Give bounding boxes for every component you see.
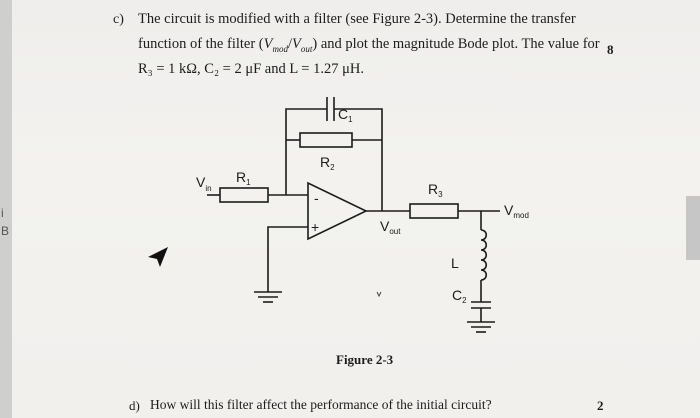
figure-caption: Figure 2-3 bbox=[336, 352, 394, 367]
r3-label: R3 bbox=[428, 181, 443, 199]
question-c-label: c) bbox=[113, 12, 124, 27]
question-c-line-2-end: ) and plot the magnitude Bode plot. The … bbox=[312, 36, 600, 52]
question-d-text: How will this filter affect the performa… bbox=[150, 397, 492, 412]
resistor-r1 bbox=[219, 187, 269, 203]
resistor-r2 bbox=[299, 132, 353, 148]
vout-label: Vout bbox=[380, 218, 401, 236]
resistor-r3 bbox=[409, 203, 459, 219]
noninverting-input-sign: + bbox=[311, 219, 319, 235]
inductor-label: L bbox=[451, 255, 459, 271]
r1-label: R1 bbox=[236, 169, 251, 187]
question-c-line-1: The circuit is modified with a filter (s… bbox=[138, 11, 576, 27]
question-c-line-2: function of the filter (Vmod/Vout) and p… bbox=[138, 36, 600, 54]
c1-left-wire bbox=[285, 108, 327, 195]
inductor-l bbox=[480, 229, 488, 281]
edge-mark-1: i bbox=[1, 206, 4, 220]
scrollbar-thumb[interactable] bbox=[686, 196, 700, 260]
inverting-input-sign: - bbox=[314, 190, 319, 206]
v-mod-symbol: Vmod bbox=[263, 36, 288, 54]
ratio-slash: / bbox=[287, 36, 293, 52]
document-page bbox=[12, 0, 700, 418]
question-d-marks: 2 bbox=[597, 398, 604, 413]
noninverting-ground-wire bbox=[267, 226, 308, 292]
question-c-line-3: R₃ = 1 kΩ, C₂ = 2 μF and L = 1.27 μH. bbox=[138, 61, 364, 77]
c1-right-wire bbox=[334, 108, 383, 140]
r2-label: R2 bbox=[320, 154, 335, 172]
question-c-line-2-start: function of the filter ( bbox=[138, 36, 264, 52]
mouse-cursor-icon bbox=[148, 247, 168, 267]
c2-label: C2 bbox=[452, 287, 467, 305]
vmod-label: Vmod bbox=[504, 202, 529, 220]
op-amp bbox=[307, 181, 368, 241]
vin-label: Vin bbox=[196, 174, 212, 193]
question-c-marks: 8 bbox=[607, 42, 614, 57]
edge-mark-2: B bbox=[1, 224, 10, 238]
stray-mark bbox=[376, 291, 382, 298]
c1-label: C1 bbox=[338, 106, 353, 124]
question-d-label: d) bbox=[129, 398, 140, 413]
v-out-symbol: Vout bbox=[292, 36, 313, 54]
